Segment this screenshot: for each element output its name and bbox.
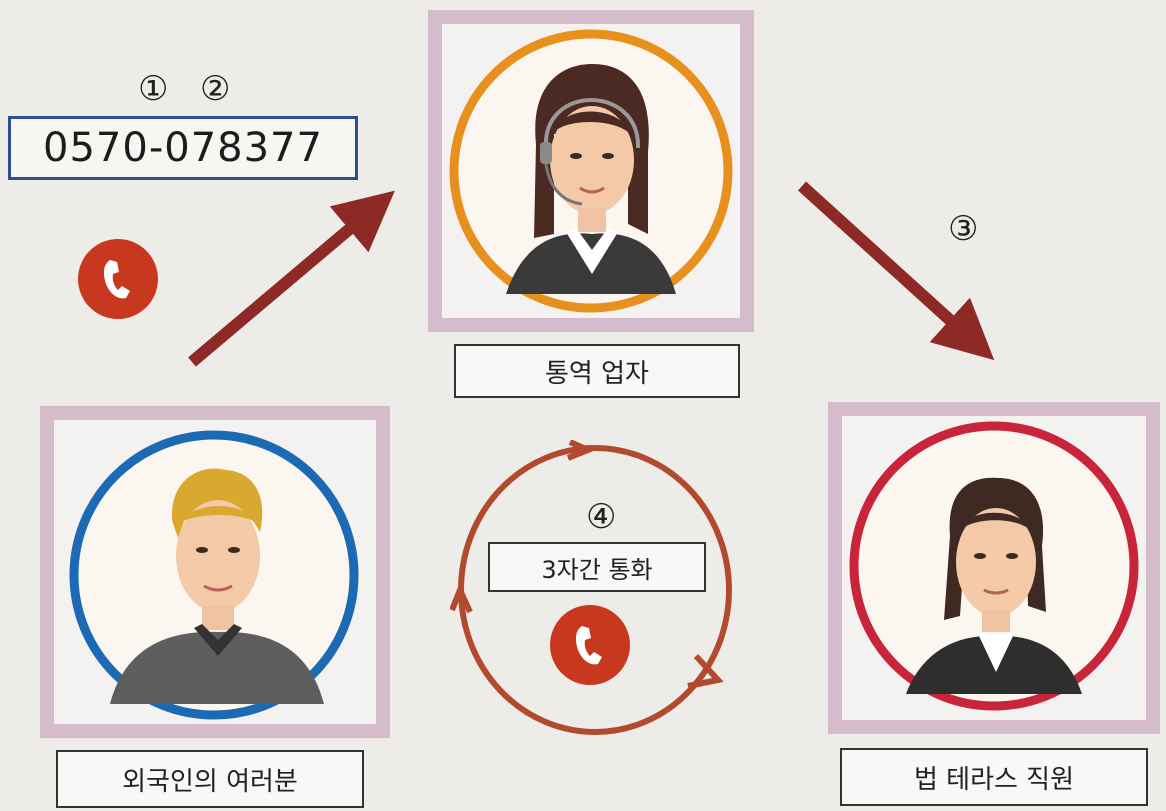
- headset-icon: [543, 98, 641, 149]
- interpreter-avatar: [449, 29, 733, 313]
- step-3-marker: ③: [948, 209, 979, 249]
- phone-icon: [548, 604, 632, 686]
- step-2-marker: ②: [200, 69, 231, 109]
- foreigner-avatar: [69, 430, 359, 720]
- staff-label: 법 테라스 직원: [840, 748, 1148, 806]
- arrow-icon: [797, 181, 995, 361]
- staff-frame: [828, 402, 1160, 734]
- interpreter-frame: [428, 10, 754, 332]
- foreigner-frame: [40, 406, 390, 738]
- phone-icon: [76, 238, 160, 320]
- interpreter-label: 통역 업자: [454, 344, 740, 398]
- step-4-marker: ④: [586, 497, 617, 537]
- phone-number-box: 0570-078377: [8, 116, 358, 180]
- foreigner-label: 외국인의 여러분: [56, 750, 364, 808]
- arrow-icon: [188, 190, 395, 367]
- cycle-arrow-icon: [450, 440, 732, 735]
- three-way-call-label: 3자간 통화: [488, 542, 706, 592]
- step-1-marker: ①: [138, 69, 169, 109]
- staff-avatar: [849, 421, 1139, 711]
